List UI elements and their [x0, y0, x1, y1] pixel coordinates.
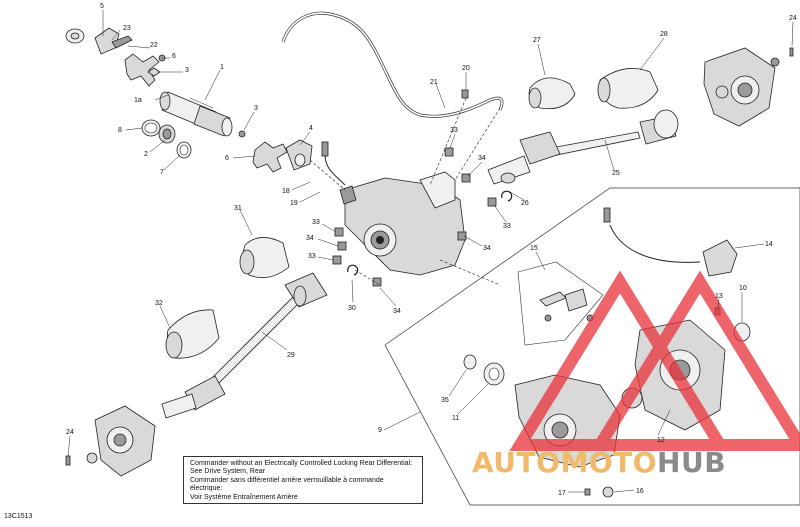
- callout-10: 10: [739, 285, 747, 292]
- slip-shaft-group: [159, 91, 233, 137]
- callout-4: 4: [309, 125, 313, 132]
- boot-27: [528, 77, 576, 110]
- callout-26: 26: [521, 200, 529, 207]
- callout-29: 29: [287, 352, 295, 359]
- callout-22: 22: [150, 42, 158, 49]
- subassembly-outline: [384, 187, 800, 506]
- callout-5: 5: [100, 3, 104, 10]
- boot-32: [165, 309, 220, 359]
- lower-cross-yoke: [238, 130, 313, 173]
- differential-housing: [321, 141, 466, 276]
- callout-16: 16: [636, 488, 644, 495]
- watermark-logo: [509, 270, 800, 451]
- callout-13: 13: [715, 293, 723, 300]
- callout-1: 1: [220, 64, 224, 71]
- bolt-17: [584, 488, 591, 496]
- watermark-part1: AUTO: [472, 446, 561, 479]
- callout-33: 33: [308, 253, 316, 260]
- callout-18: 18: [282, 188, 290, 195]
- seal-35: [463, 354, 477, 370]
- callout-24: 24: [66, 429, 74, 436]
- note-line-1: Commander without an Electrically Contro…: [190, 460, 413, 467]
- callout-28: 28: [660, 31, 668, 38]
- callout-32: 32: [155, 300, 163, 307]
- right-hub: [703, 47, 794, 127]
- circlip-26: [501, 190, 513, 202]
- note-line-3: Commander sans différentiel arrière verr…: [190, 476, 384, 493]
- callout-11: 11: [452, 415, 459, 422]
- callout-6: 6: [172, 53, 176, 60]
- boot-31: [239, 237, 290, 279]
- callout-33: 33: [450, 127, 458, 134]
- note-line-4: Voir Système Entraînement Arrière: [190, 493, 298, 501]
- callout-6: 6: [225, 155, 229, 162]
- note-box: Commander without an Electrically Contro…: [183, 456, 423, 504]
- callout-23: 23: [123, 25, 131, 32]
- callout-33: 33: [312, 219, 320, 226]
- watermark-text: AUTOMOTOHUB: [472, 446, 726, 479]
- callout-3: 3: [254, 105, 258, 112]
- callout-labels: 5 23 22 6 3 1 1a 3 8 2 7 6 4 18 19 21 20…: [66, 3, 797, 497]
- callout-24: 24: [789, 15, 797, 22]
- callout-8: 8: [118, 127, 122, 134]
- callout-34: 34: [478, 155, 486, 162]
- callout-31: 31: [234, 205, 242, 212]
- callout-19: 19: [290, 200, 298, 207]
- watermark-part3: HUB: [657, 446, 727, 479]
- callout-34: 34: [483, 245, 491, 252]
- boot-28: [597, 68, 659, 109]
- callout-12: 12: [657, 437, 665, 444]
- note-line-2: See Drive System, Rear: [190, 468, 266, 476]
- callout-34: 34: [393, 308, 401, 315]
- washer-16: [602, 486, 614, 498]
- callout-25: 25: [612, 170, 620, 177]
- reference-code: 13C1513: [4, 513, 33, 520]
- callout-9: 9: [378, 427, 382, 434]
- right-driveshaft: [487, 109, 679, 185]
- left-driveshaft: [161, 272, 328, 419]
- callout-33: 33: [503, 223, 511, 230]
- leader-lines: [67, 10, 794, 493]
- callout-20: 20: [462, 65, 470, 72]
- subassembly-15-bracket: [517, 261, 604, 346]
- bolts: [332, 89, 497, 287]
- circlip-30: [347, 264, 359, 276]
- actuator-14: [603, 207, 738, 277]
- upper-yoke-group: [65, 27, 166, 87]
- callout-1a: 1a: [134, 97, 142, 104]
- left-hub: [65, 405, 156, 477]
- callout-2: 2: [144, 151, 148, 158]
- callout-15: 15: [530, 245, 538, 252]
- callout-34: 34: [306, 235, 314, 242]
- callout-30: 30: [348, 305, 356, 312]
- callout-21: 21: [430, 79, 438, 86]
- callout-35: 35: [441, 397, 449, 404]
- callout-17: 17: [558, 490, 566, 497]
- callout-14: 14: [765, 241, 773, 248]
- callout-27: 27: [533, 37, 541, 44]
- watermark-part2: MOTO: [560, 446, 658, 479]
- callout-3: 3: [185, 67, 189, 74]
- seal-rings: [141, 119, 192, 159]
- callout-7: 7: [160, 169, 164, 176]
- shift-fork-15: [539, 288, 594, 322]
